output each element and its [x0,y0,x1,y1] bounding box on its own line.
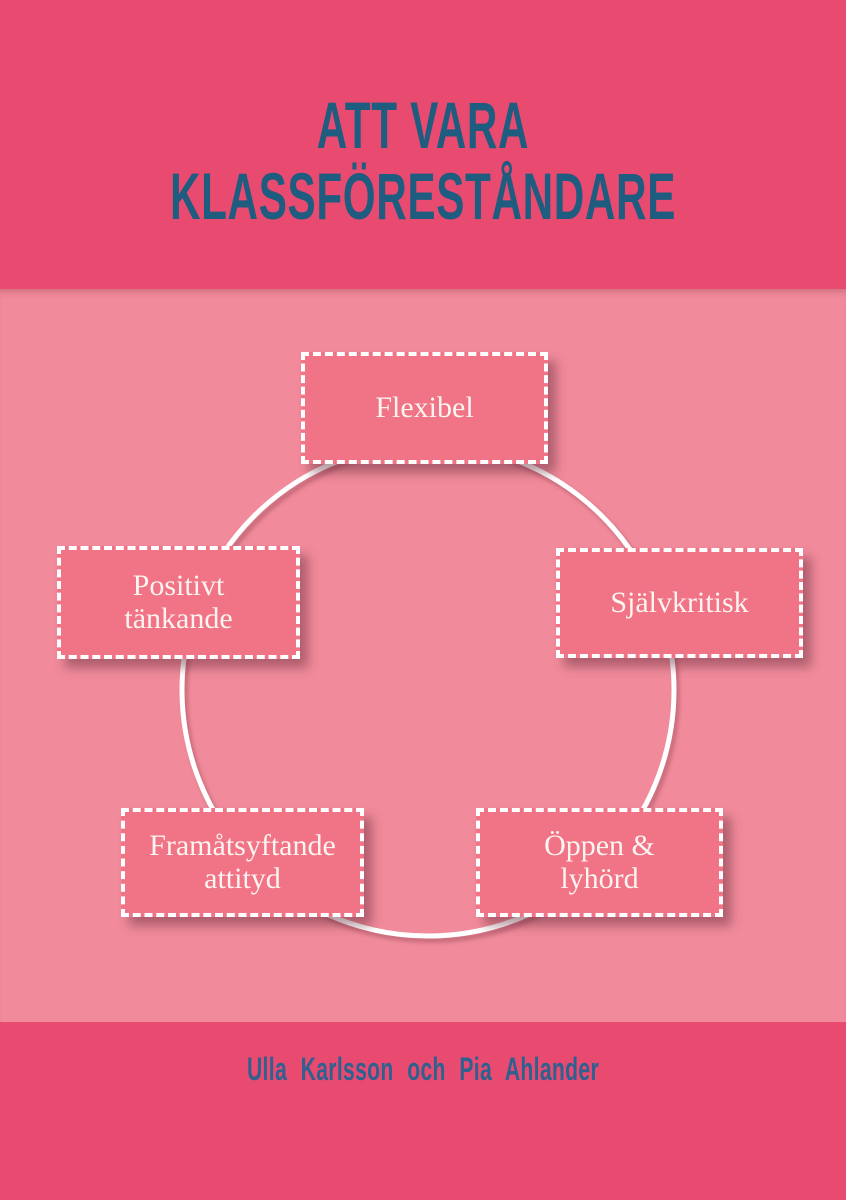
diagram-node-framatsyftande-attityd: Framåtsyftande attityd [121,808,364,917]
book-title-line2: KLASSFÖRESTÅNDARE [169,159,677,233]
node-label-sjalvkritisk: Självkritisk [610,585,749,619]
node-label-line: tänkande [124,601,233,635]
node-label-line: attityd [204,861,281,895]
node-label-line: Positivt [132,569,225,603]
diagram-node-flexibel: Flexibel [301,352,548,464]
node-label-framatsyftande-attityd: Framåtsyftande attityd [149,829,336,895]
diagram-node-positivt-tankande: Positivt tänkande [57,546,300,659]
node-label-line: Framåtsyftande [149,829,336,863]
node-label-positivt-tankande: Positivt tänkande [124,569,233,635]
book-title-line1: ATT VARA [316,88,530,162]
node-label-line: Självkritisk [610,585,749,619]
authors-line: Ulla Karlsson och Pia Ahlander [246,1051,600,1087]
node-label-line: Flexibel [375,390,474,424]
node-label-line: lyhörd [560,861,639,895]
diagram-node-sjalvkritisk: Självkritisk [556,548,803,658]
diagram-node-oppen-lyhord: Öppen & lyhörd [476,808,723,917]
node-label-oppen-lyhord: Öppen & lyhörd [544,829,655,895]
node-label-line: Öppen & [544,829,655,863]
node-label-flexibel: Flexibel [375,390,474,424]
book-title: ATT VARA KLASSFÖRESTÅNDARE [152,90,693,232]
